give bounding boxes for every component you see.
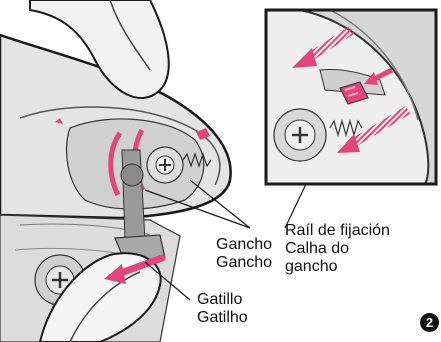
step-number-icon: 2 — [420, 313, 439, 332]
trigger-label-pt: Gatilho — [197, 309, 248, 327]
slider-pivot — [121, 164, 143, 186]
gear-screw — [147, 147, 183, 183]
detail-inset — [266, 10, 436, 184]
hook-label-es: Gancho — [216, 236, 272, 254]
hook-label-pt: Gancho — [216, 254, 272, 272]
rail-label-es: Raíl de fijación — [285, 222, 390, 240]
rail-label-pt-line2: gancho — [285, 258, 338, 276]
trigger-label-es: Gatillo — [197, 291, 242, 309]
rail-label-pt-line1: Calha do — [285, 240, 349, 258]
